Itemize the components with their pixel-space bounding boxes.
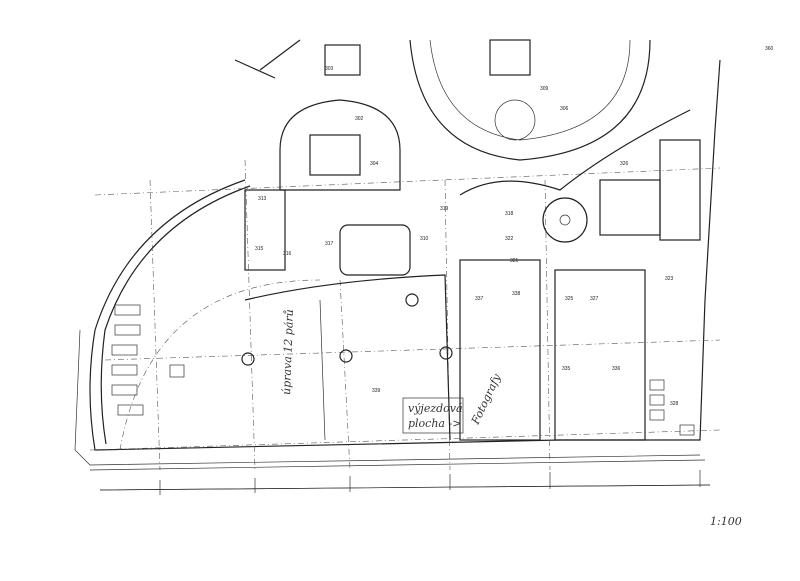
svg-text:337: 337: [475, 296, 484, 302]
svg-text:318: 318: [505, 211, 514, 217]
note-right: Fotografy: [469, 371, 504, 427]
scale-note: 1:100: [710, 515, 742, 528]
svg-text:306: 306: [560, 106, 569, 112]
note-box: [402, 397, 464, 434]
svg-text:360: 360: [765, 46, 774, 52]
svg-text:338: 338: [512, 291, 521, 297]
svg-text:339: 339: [372, 388, 381, 394]
svg-text:313: 313: [258, 196, 267, 202]
svg-text:316: 316: [283, 251, 292, 257]
columns: [241, 293, 453, 366]
room-labels: 302 303 304 306 309 310 313 315 316 317 …: [255, 46, 774, 407]
note-left: úprava 12 párů: [280, 309, 296, 395]
svg-text:336: 336: [612, 366, 621, 372]
svg-text:327: 327: [590, 296, 599, 302]
svg-text:321: 321: [510, 258, 519, 264]
svg-text:317: 317: [325, 241, 334, 247]
svg-text:322: 322: [505, 236, 514, 242]
svg-text:326: 326: [620, 161, 629, 167]
rooms: [111, 39, 701, 441]
svg-text:328: 328: [670, 401, 679, 407]
note-box-line2: plocha ->: [408, 417, 461, 430]
svg-text:319: 319: [440, 206, 449, 212]
svg-text:304: 304: [370, 161, 379, 167]
dimension-line: [99, 470, 711, 495]
svg-text:303: 303: [325, 66, 334, 72]
svg-text:302: 302: [355, 116, 364, 122]
svg-text:335: 335: [562, 366, 571, 372]
svg-text:310: 310: [420, 236, 429, 242]
svg-text:309: 309: [540, 86, 549, 92]
svg-text:323: 323: [665, 276, 674, 282]
svg-text:325: 325: [565, 296, 574, 302]
note-box-line1: výjezdová: [408, 402, 463, 415]
svg-text:315: 315: [255, 246, 264, 252]
grid-lines: [89, 159, 721, 471]
